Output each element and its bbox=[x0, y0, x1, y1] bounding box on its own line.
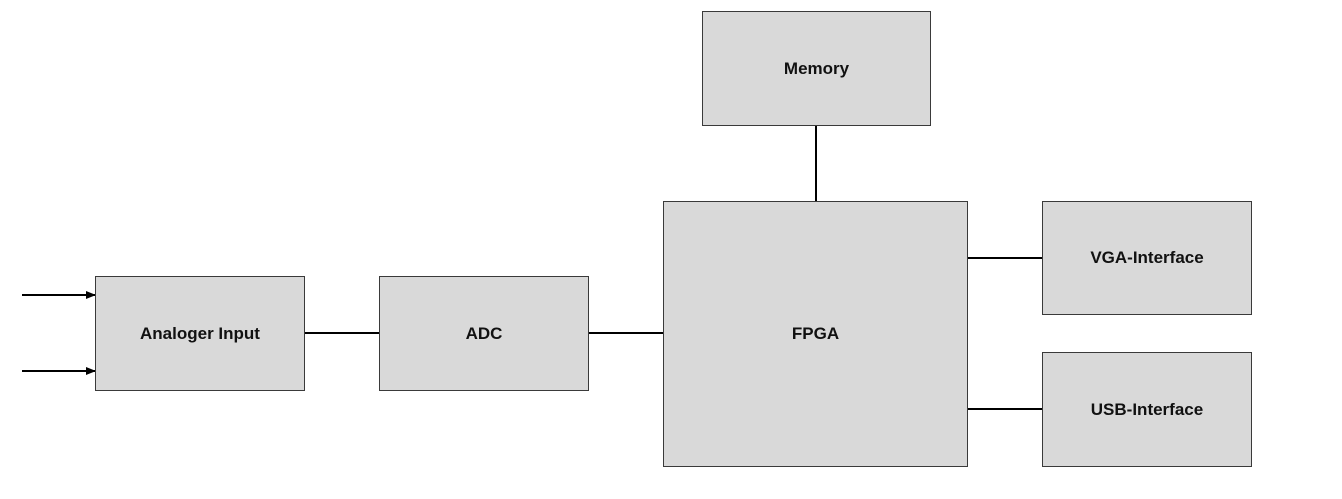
fpga-block: FPGA bbox=[663, 201, 968, 467]
fpga-label: FPGA bbox=[791, 324, 840, 343]
analog-input-block: Analoger Input bbox=[95, 276, 305, 391]
usb-interface-block: USB-Interface bbox=[1042, 352, 1252, 467]
usb-interface-label: USB-Interface bbox=[1090, 399, 1204, 419]
analog-input-label: Analoger Input bbox=[140, 323, 260, 343]
memory-block: Memory bbox=[702, 11, 931, 126]
vga-interface-block: VGA-Interface bbox=[1042, 201, 1252, 315]
adc-block: ADC bbox=[379, 276, 589, 391]
vga-interface-label: VGA-Interface bbox=[1090, 248, 1204, 267]
adc-label: ADC bbox=[465, 323, 503, 343]
memory-label: Memory bbox=[783, 58, 850, 78]
